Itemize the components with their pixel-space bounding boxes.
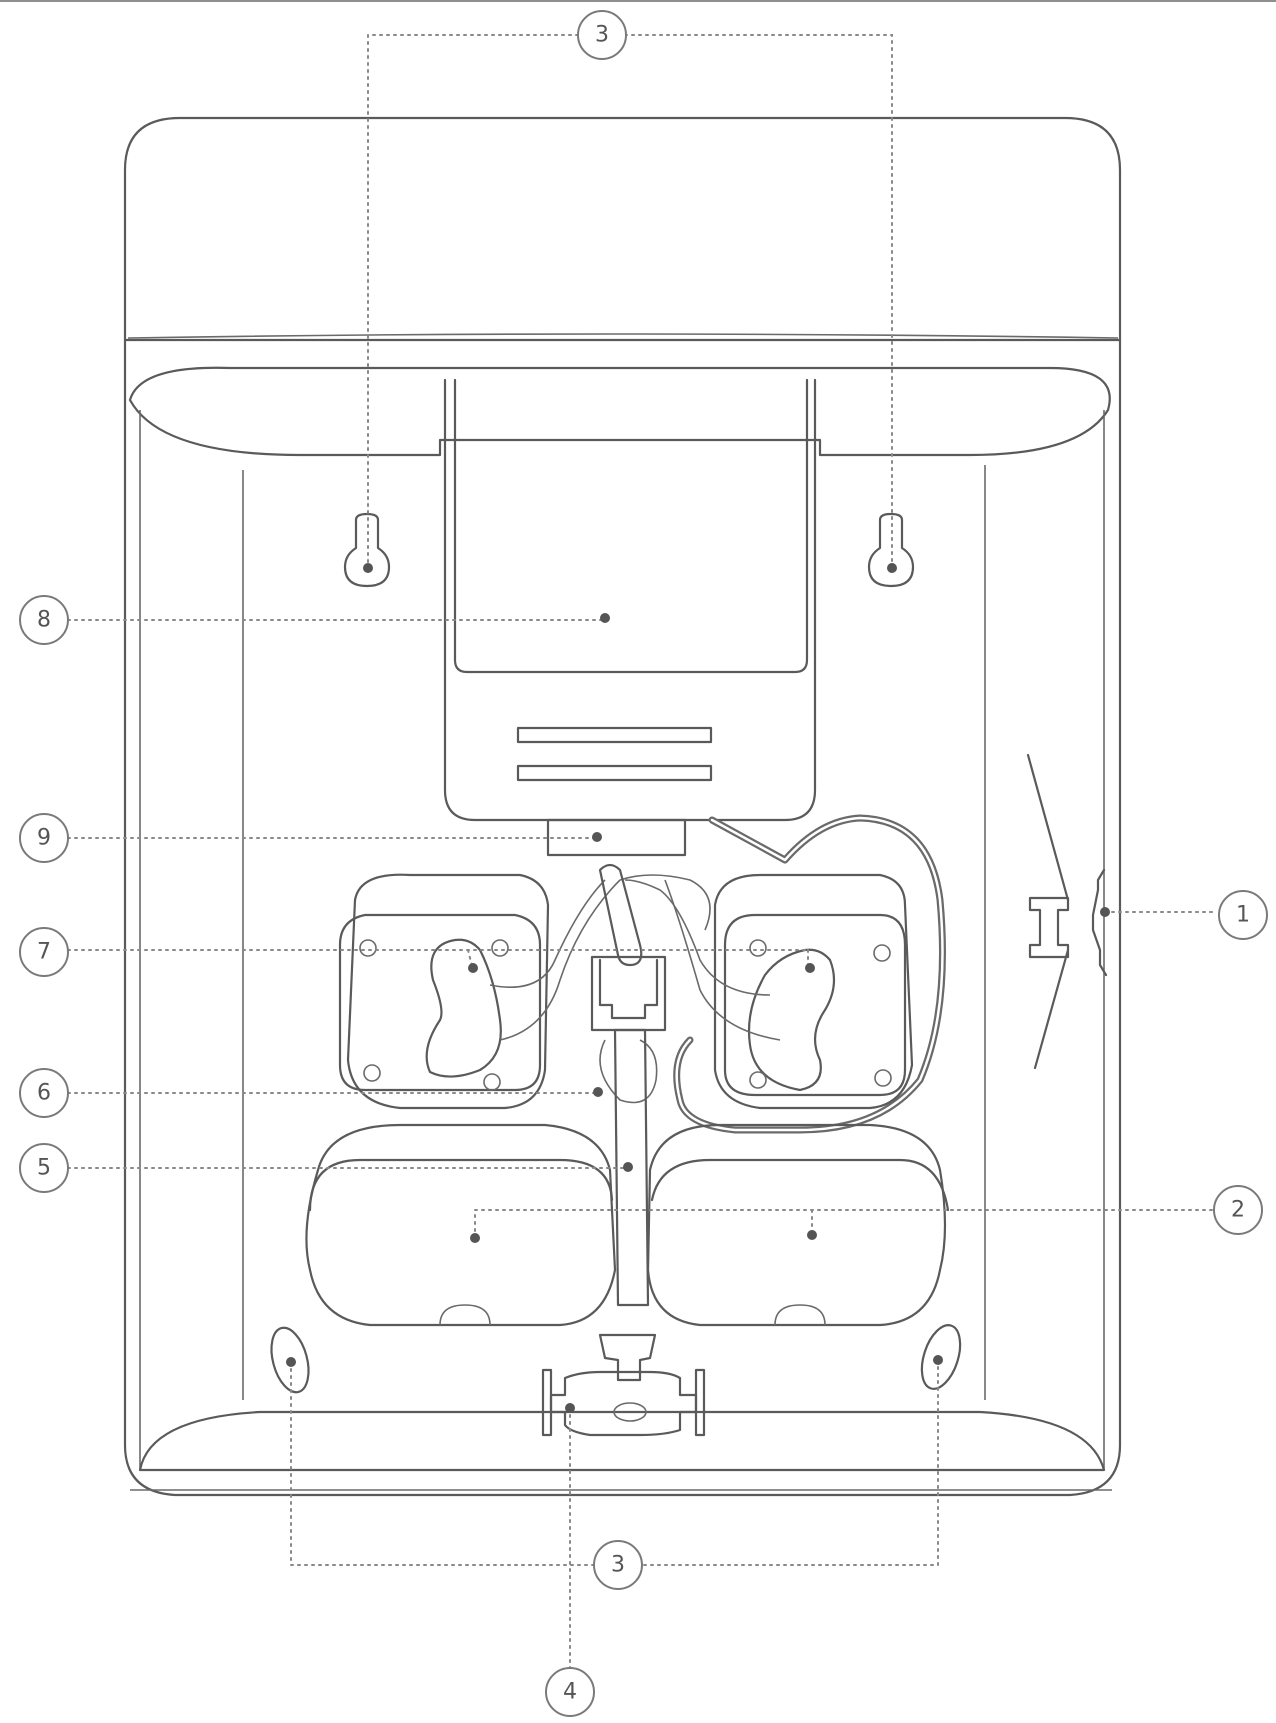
housing-body [123, 338, 1122, 1497]
keyhole-slot-left [343, 512, 391, 588]
mounting-foot-right [920, 1324, 962, 1390]
callout-7-label: 7 [37, 940, 51, 965]
callout-6-label: 6 [37, 1081, 51, 1106]
leader-lines [67, 34, 1213, 1669]
mounting-bracket [443, 378, 817, 822]
keyhole-slot-right [867, 512, 915, 588]
mounting-foot-left [270, 1326, 310, 1394]
callout-3-top-label: 3 [595, 23, 609, 48]
callout-2-label: 2 [1231, 1198, 1245, 1223]
callout-7: 7 [19, 927, 69, 977]
callout-8-label: 8 [37, 608, 51, 633]
leader-markers [286, 563, 1110, 1413]
housing-top-lip [128, 366, 1111, 457]
tank-left [305, 1123, 617, 1327]
housing-bottom-lip [138, 1410, 1106, 1472]
hose [673, 814, 946, 1134]
drain-valve [541, 1333, 706, 1437]
callout-3-bottom-label: 3 [611, 1553, 625, 1578]
pump-right [713, 873, 914, 1110]
callout-3-top: 3 [577, 10, 627, 60]
callout-1: 1 [1218, 890, 1268, 940]
callout-2: 2 [1213, 1185, 1263, 1235]
callout-6: 6 [19, 1068, 69, 1118]
drain-rod [613, 1028, 650, 1307]
pump-left [338, 873, 550, 1110]
callout-3-bottom: 3 [593, 1540, 643, 1590]
callout-4: 4 [545, 1667, 595, 1717]
callout-1-label: 1 [1236, 903, 1250, 928]
callout-9-label: 9 [37, 826, 51, 851]
callout-5: 5 [19, 1143, 69, 1193]
housing-top-lid [123, 116, 1122, 342]
central-fitting [590, 863, 667, 1104]
callout-5-label: 5 [37, 1156, 51, 1181]
side-clip [1026, 753, 1108, 1070]
connector-block [546, 818, 687, 857]
pump-wiring [489, 874, 781, 1041]
housing [123, 116, 1122, 1497]
callout-8: 8 [19, 595, 69, 645]
tank-right [646, 1123, 950, 1327]
callout-4-label: 4 [563, 1680, 577, 1705]
callout-9: 9 [19, 813, 69, 863]
